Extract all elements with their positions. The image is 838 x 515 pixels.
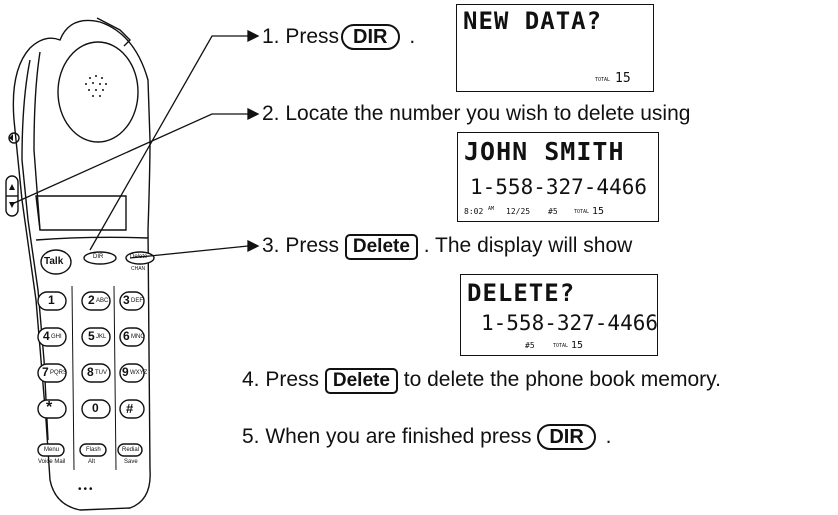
lcd-entry-date: 12/25 [506,207,531,216]
step-3-end: . The display will show [423,234,633,257]
lcd-delete-total-label: TOTAL [553,343,569,349]
step-4-end: to delete the phone book memory. [403,368,721,391]
step-1-end: . [409,25,416,48]
key-0: 0 [92,401,99,415]
step-2-number: 2. [262,102,280,125]
lcd-delete-index: #5 [525,341,535,350]
key-8: 8 [87,365,94,379]
lcd-entry-time: 8:02 [464,207,484,216]
step-2-text: Locate the number you wish to delete usi… [285,102,691,125]
callout-line-1 [89,35,248,251]
key-9: 9 [122,365,129,379]
flash-key-label: Flash [86,447,101,453]
alt-sublabel: Alt [88,459,96,465]
lcd-new-data-text: NEW DATA? [463,7,603,35]
key-star: * [46,399,53,416]
key-2-letters: ABC [96,298,109,304]
talk-key-label: Talk [44,256,64,267]
key-3: 3 [123,293,130,307]
step-5-text: When you are finished press [265,425,532,448]
dir-button: DIR [341,24,400,50]
voice-mail-sublabel: Voice Mail [38,459,66,465]
key-5-letters: JKL [96,334,107,340]
key-6-letters: MNO [131,334,145,340]
lcd-entry-total-label: TOTAL [574,209,590,215]
lcd-total-value: 15 [615,71,631,86]
step-3-number: 3. [262,234,280,257]
lcd-entry-number: 1-558-327-4466 [470,175,648,199]
menu-key-label: Menu [44,447,60,453]
key-3-letters: DEF [131,298,143,304]
dir-key-label: DIR [93,254,104,260]
mic-dots: ••• [78,484,95,495]
key-6: 6 [123,329,130,343]
step-5-end: . [605,425,612,448]
earpiece [57,41,139,143]
key-4: 4 [43,329,50,343]
lcd-screen-new-data: NEW DATA? TOTAL 15 [456,4,654,92]
key-4-letters: GHI [51,334,62,340]
chan-key-sublabel: CHAN [131,266,146,272]
key-7: 7 [42,365,49,379]
delete-button-2: Delete [324,368,398,394]
key-9-letters: WXYZ [130,370,148,376]
handset-display [35,195,127,231]
key-8-letters: TUV [95,370,107,376]
step-5: 5. When you are finished press DIR . [242,424,611,450]
save-sublabel: Save [124,459,138,465]
redial-key-label: Redial [122,447,140,453]
lcd-entry-index: #5 [548,207,558,216]
step-3-text: Press [285,234,340,257]
step-4-text: Press [265,368,320,391]
handset-body-outline [12,19,151,511]
key-2: 2 [88,293,95,307]
dir-button-2: DIR [537,424,596,450]
lcd-delete-number: 1-558-327-4466 [481,311,659,335]
lcd-entry-ampm: AM [488,206,495,212]
handset-top-cap [96,17,131,47]
lcd-total-label: TOTAL [595,77,611,83]
key-hash: # [126,401,134,416]
step-1-text: Press [285,25,340,48]
step-3: 3. Press Delete . The display will show [262,234,632,260]
lcd-screen-delete: DELETE? 1-558-327-4466 #5 TOTAL 15 [460,274,658,356]
lcd-entry-name: JOHN SMITH [464,137,625,166]
step-1-number: 1. [262,25,280,48]
lcd-entry-total-value: 15 [592,206,605,217]
step-4-number: 4. [242,368,260,391]
key-7-letters: PQRS [50,370,68,376]
key-5: 5 [88,329,95,343]
lcd-screen-entry: JOHN SMITH 1-558-327-4466 8:02 AM 12/25 … [457,132,659,222]
step-5-number: 5. [242,425,260,448]
step-2: 2. Locate the number you wish to delete … [262,102,690,126]
lcd-delete-text: DELETE? [467,279,576,307]
lcd-delete-total-value: 15 [571,340,584,351]
key-1: 1 [48,293,55,307]
callout-line-2 [11,113,248,205]
delete-key-label: Delete [130,254,148,260]
delete-button: Delete [344,234,418,260]
callout-line-3 [129,245,249,259]
step-4: 4. Press Delete to delete the phone book… [242,368,721,394]
